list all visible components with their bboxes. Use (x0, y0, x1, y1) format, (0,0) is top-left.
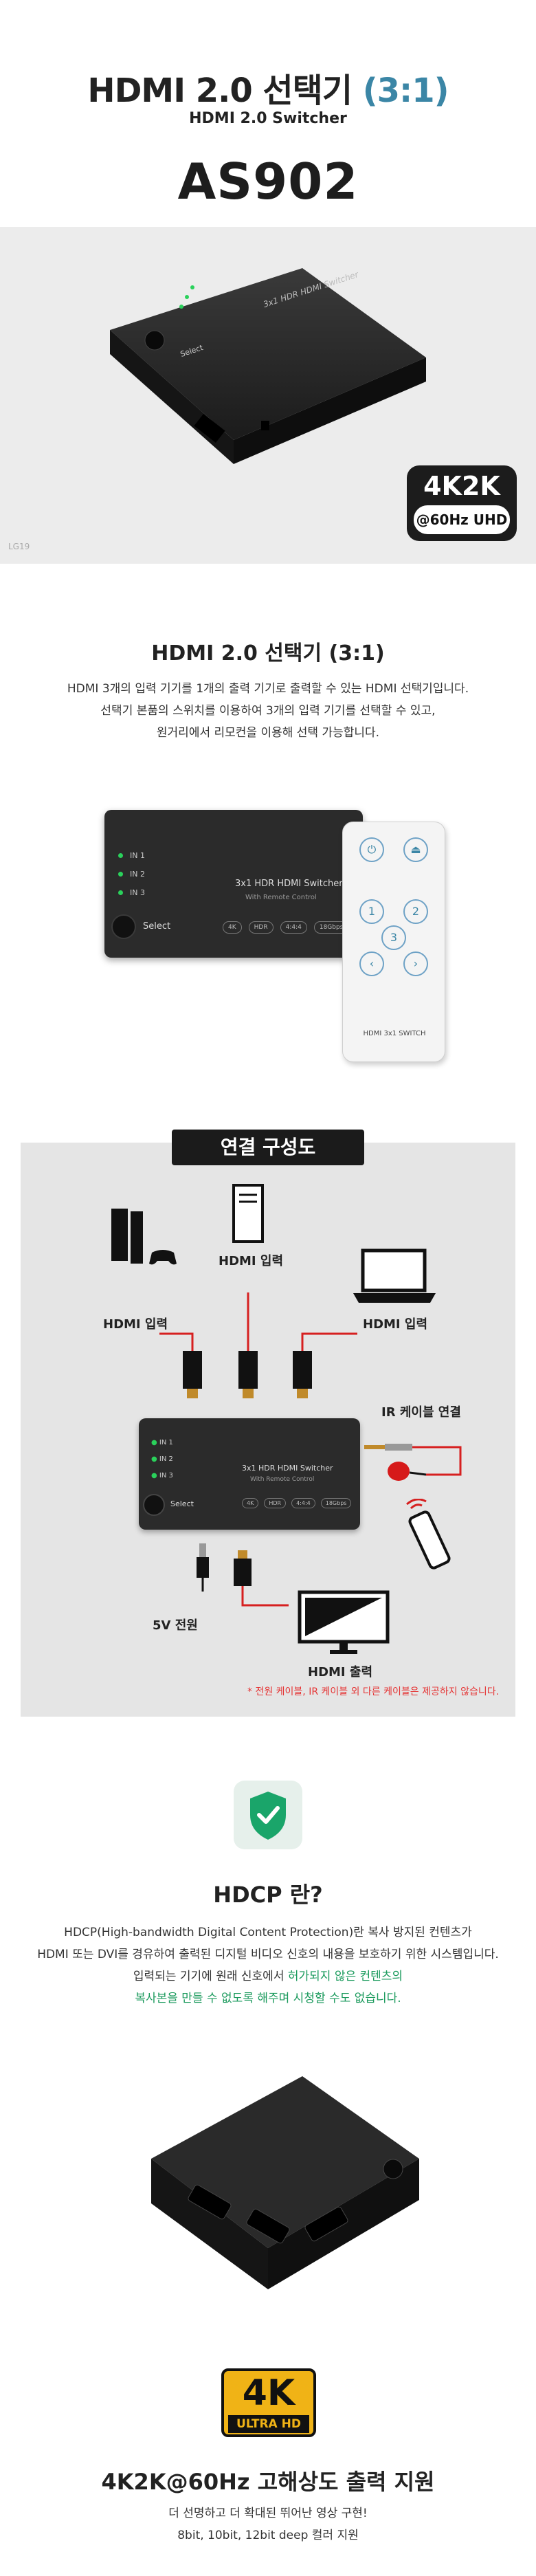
uhd-description: 더 선명하고 더 확대된 뛰어난 영상 구현! 8bit, 10bit, 12b… (0, 2502, 536, 2546)
ir-cable-label: IR 케이블 연결 (381, 1405, 461, 1420)
spec-chip: 4:4:4 (280, 921, 307, 934)
model-name: AS902 (177, 153, 359, 210)
hero-section: HDMI 2.0 선택기 (3:1) HDMI 2.0 Switcher AS9… (0, 0, 536, 564)
hdmi-input-left-label: HDMI 입력 (103, 1317, 168, 1332)
hero-subtitle: HDMI 2.0 Switcher (189, 110, 347, 127)
pc-tower-icon (232, 1184, 264, 1243)
diagram-select-knob (143, 1494, 165, 1516)
product-back-photo (151, 2076, 419, 2289)
led-label: IN 2 (159, 1455, 173, 1463)
led-icon (118, 890, 123, 895)
select-button-knob (111, 914, 136, 939)
device-model-subtext: With Remote Control (245, 894, 317, 901)
remote-control: ⏻ ⏏ 1 2 3 ‹ › HDMI 3x1 SWITCH (342, 822, 445, 1062)
gamepad-icon (149, 1250, 177, 1265)
select-label: Select (143, 921, 171, 932)
device-front: IN 1 IN 2 IN 3 Select 3x1 HDR HDMI Switc… (104, 810, 363, 958)
diagram-device-text: 3x1 HDR HDMI Switcher (242, 1464, 333, 1473)
spec-chip: 4K (223, 921, 242, 934)
hdmi-input-top-label: HDMI 입력 (219, 1254, 284, 1268)
hdcp-line: HDMI 또는 DVI를 경유하여 출력된 디지털 비디오 신호의 내용을 보호… (37, 1948, 499, 1961)
spec-chip: 4:4:4 (291, 1498, 315, 1508)
remote-button-1: 1 (359, 899, 384, 924)
next-icon: › (403, 951, 428, 976)
badge-bottom-text: @60Hz UHD (414, 505, 510, 534)
device-model-text: 3x1 HDR HDMI Switcher (235, 879, 343, 889)
product-photo-device (110, 268, 426, 464)
diagram-select-label: Select (170, 1499, 194, 1508)
connection-cables (159, 1292, 357, 1398)
led-icon: ● (151, 1472, 157, 1479)
section2-title: HDMI 2.0 선택기 (3:1) (151, 641, 385, 665)
diagram-switcher: ● IN 1 ● IN 2 ● IN 3 Select 3x1 HDR HDMI… (139, 1418, 360, 1530)
monitor-icon (298, 1590, 390, 1654)
remote-button-3: 3 (381, 925, 406, 950)
remote-label: HDMI 3x1 SWITCH (363, 1030, 426, 1037)
cable-note: * 전원 케이블, IR 케이블 외 다른 케이블은 제공하지 않습니다. (247, 1686, 500, 1697)
uhd-line: 더 선명하고 더 확대된 뛰어난 영상 구현! (168, 2507, 368, 2520)
section2-description: HDMI 3개의 입력 기기를 1개의 출력 기기로 출력할 수 있는 HDMI… (0, 678, 536, 744)
hdcp-highlight: 허가되지 않은 컨텐츠의 (287, 1970, 403, 1983)
led-label: IN 3 (130, 888, 145, 897)
4k-badge-sub: ULTRA HD (228, 2415, 309, 2433)
desc-line: 선택기 본품의 스위치를 이용하여 3개의 입력 기기를 선택할 수 있고, (100, 704, 436, 718)
eject-icon: ⏏ (403, 837, 428, 862)
diagram-led-group: ● IN 1 ● IN 2 ● IN 3 (151, 1435, 173, 1484)
uhd-line: 8bit, 10bit, 12bit deep 컬러 지원 (177, 2529, 359, 2542)
spec-chip: HDR (264, 1498, 287, 1508)
ir-cable (364, 1444, 462, 1481)
hdcp-line: 입력되는 기기에 원래 신호에서 허가되지 않은 컨텐츠의 (0, 1966, 536, 1988)
led-label: IN 2 (130, 870, 145, 879)
small-remote-icon (406, 1499, 451, 1570)
hdcp-shield-icon-box (234, 1781, 302, 1849)
power-icon: ⏻ (359, 837, 384, 862)
led-label: IN 3 (159, 1472, 173, 1479)
spec-chip: 4K (242, 1498, 259, 1508)
hdcp-line-plain: 입력되는 기기에 원래 신호에서 (133, 1970, 288, 1983)
diagram-spec-chips: 4K HDR 4:4:4 18Gbps (242, 1498, 352, 1508)
spec-chip: HDR (248, 921, 273, 934)
lot-code: LG19 (8, 542, 30, 551)
desc-line: 원거리에서 리모컨을 이용해 선택 가능합니다. (156, 726, 380, 740)
prev-icon: ‹ (359, 951, 384, 976)
hdcp-title: HDCP 란? (213, 1882, 323, 1908)
badge-top-text: 4K2K (423, 471, 500, 501)
hdcp-line: HDCP(High-bandwidth Digital Content Prot… (64, 1926, 472, 1939)
led-group: IN 1 IN 2 IN 3 (118, 851, 145, 897)
uhd-title: 4K2K@60Hz 고해상도 출력 지원 (101, 2469, 435, 2495)
game-console-icon (111, 1209, 143, 1264)
shield-icon (250, 1792, 286, 1840)
power-label: 5V 전원 (153, 1618, 198, 1633)
desc-line: HDMI 3개의 입력 기기를 1개의 출력 기기로 출력할 수 있는 HDMI… (67, 682, 469, 696)
led-icon: ● (151, 1439, 157, 1446)
hdcp-highlight: 복사본을 만들 수 없도록 해주며 시청할 수도 없습니다. (135, 1992, 401, 2005)
remote-button-2: 2 (403, 899, 428, 924)
led-icon: ● (151, 1455, 157, 1463)
output-label: HDMI 출력 (308, 1665, 373, 1680)
4k-ultra-hd-badge: 4K ULTRA HD (221, 2368, 316, 2437)
led-label: IN 1 (130, 851, 145, 860)
connection-label: 연결 구성도 (172, 1130, 364, 1165)
4k2k-badge: 4K2K @60Hz UHD (407, 465, 517, 541)
laptop-icon (353, 1248, 436, 1303)
power-and-output-cables (197, 1543, 289, 1607)
spec-chip: 18Gbps (320, 1498, 352, 1508)
4k-badge-main: 4K (242, 2373, 295, 2414)
led-icon (118, 853, 123, 858)
led-label: IN 1 (159, 1439, 173, 1446)
diagram-device-subtext: With Remote Control (250, 1476, 315, 1483)
led-icon (118, 872, 123, 877)
spec-chips: 4K HDR 4:4:4 18Gbps (223, 921, 349, 934)
hero-title: HDMI 2.0 선택기 (3:1) (87, 71, 449, 110)
hdmi-input-right-label: HDMI 입력 (363, 1317, 428, 1332)
hdcp-description: HDCP(High-bandwidth Digital Content Prot… (0, 1922, 536, 2010)
